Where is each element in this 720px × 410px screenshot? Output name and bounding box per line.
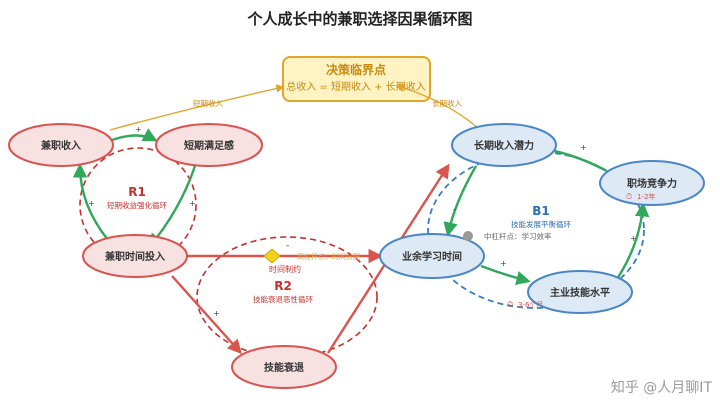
edge-long-potential-to-spare-learning (443, 165, 478, 237)
edge-label-high-leverage: 高杠杆点：时间分配 (297, 252, 360, 261)
delay-label-3-6-months: 3-6个月 (518, 301, 543, 309)
loop-r2-desc: 技能衰退恶性循环 (253, 294, 313, 304)
polarity-minus-3: - (453, 205, 456, 215)
node-part-time-income (8, 123, 114, 167)
loop-b1-leverage: 中杠杆点：学习效率 (484, 231, 552, 241)
loop-r1-desc: 短期收益强化循环 (107, 200, 167, 210)
edge-input-to-skill-decline (171, 275, 242, 355)
edge-spare-learning-to-main-skill (480, 264, 531, 286)
edge-main-skill-to-competitiveness (614, 202, 650, 283)
polarity-plus-2: + (189, 199, 196, 208)
edge-label-short-income: 短期收入 (193, 98, 223, 108)
loop-r2-label: R2 (274, 279, 292, 293)
node-spare-learning (379, 233, 485, 279)
watermark: 知乎 @人月聊IT (611, 379, 713, 396)
node-long-income-potential (451, 123, 557, 167)
node-career-competitiveness (599, 160, 705, 206)
node-part-time-income-label: 兼职收入 (41, 139, 81, 152)
polarity-minus-2: - (286, 241, 289, 251)
polarity-plus-4: + (213, 309, 220, 318)
decision-point-formula: 总收入 = 短期收入 + 长期收入 (286, 80, 425, 93)
edge-label-long-income: 长期收入 (432, 98, 462, 108)
node-short-satisfaction-label: 短期满足感 (184, 139, 234, 152)
edge-income-to-satisfaction (111, 128, 158, 142)
loop-b1-desc: 技能发展平衡循环 (511, 219, 571, 229)
diagram-title: 个人成长中的兼职选择因果循环图 (246, 10, 472, 28)
decision-point-box (282, 56, 431, 102)
polarity-plus-3: + (88, 199, 95, 208)
delay-clock-icon-1: ⏱ (626, 192, 632, 201)
node-part-time-input (82, 234, 188, 278)
polarity-plus-6: + (630, 234, 637, 243)
delay-label-1-2-years: 1-2年 (637, 192, 655, 201)
loop-b1-label: B1 (532, 204, 550, 218)
delay-clock-icon-2: ⏱ (507, 300, 513, 309)
edge-input-to-income (72, 163, 109, 241)
loop-r2-circle (196, 236, 378, 358)
polarity-plus-7: + (580, 143, 587, 152)
node-career-competitiveness-label: 职场竞争力 (627, 177, 677, 190)
node-skill-decline (231, 345, 337, 389)
node-main-skill-level-label: 主业技能水平 (550, 286, 610, 299)
edge-part-time-income-to-decision (109, 84, 285, 131)
node-main-skill-level (527, 270, 633, 314)
edge-long-income-to-decision (395, 83, 479, 129)
node-long-income-potential-label: 长期收入潜力 (474, 139, 534, 152)
edge-label-time-constraint: 时间制约 (269, 264, 301, 274)
polarity-plus-5: + (500, 259, 507, 268)
leverage-point-marker (463, 231, 473, 241)
polarity-plus-1: + (135, 125, 142, 134)
node-spare-learning-label: 业余学习时间 (402, 250, 462, 263)
node-short-satisfaction (155, 123, 263, 167)
node-part-time-input-label: 兼职时间投入 (105, 250, 165, 263)
loop-r1-label: R1 (128, 185, 146, 199)
decision-point-title: 决策临界点 (326, 62, 386, 77)
high-leverage-diamond (263, 248, 281, 264)
node-skill-decline-label: 技能衰退 (264, 361, 304, 374)
